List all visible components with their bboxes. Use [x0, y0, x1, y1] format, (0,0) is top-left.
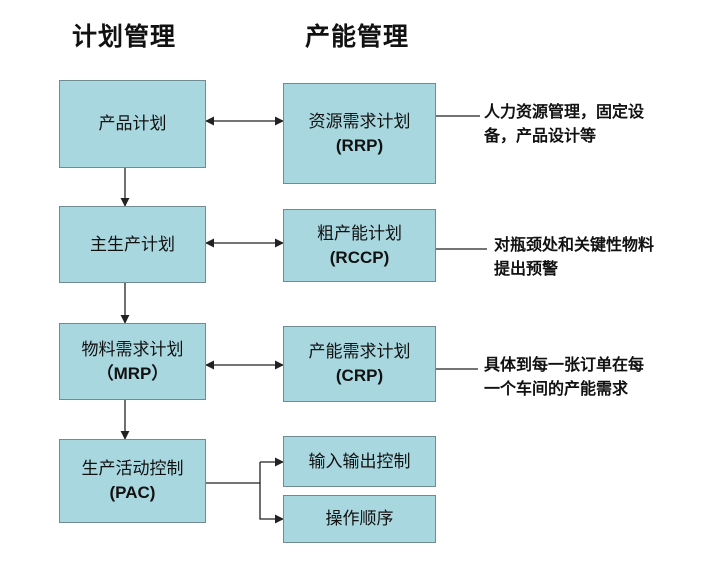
- rrp-abbrev: (RRP): [335, 135, 384, 155]
- crp-box: 产能需求计划 (CRP): [283, 326, 436, 402]
- pac-box: 生产活动控制 (PAC): [59, 439, 206, 523]
- input-output-control-label: 输入输出控制: [308, 451, 411, 472]
- input-output-control-box: 输入输出控制: [283, 436, 436, 487]
- operation-sequence-label: 操作顺序: [325, 509, 394, 529]
- crp-note-line2: 一个车间的产能需求: [484, 379, 629, 398]
- rrp-note-line1: 人力资源管理，固定设: [484, 102, 645, 121]
- mps-label: 主生产计划: [90, 234, 175, 255]
- rrp-box: 资源需求计划 (RRP): [283, 83, 436, 184]
- rccp-note: 对瓶颈处和关键性物料 提出预警: [494, 233, 654, 281]
- product-plan-box: 产品计划: [59, 80, 206, 168]
- crp-note-line1: 具体到每一张订单在每: [484, 355, 645, 374]
- master-production-schedule-box: 主生产计划: [59, 206, 206, 283]
- rrp-label: 资源需求计划: [308, 111, 411, 132]
- operation-sequence-box: 操作顺序: [283, 495, 436, 543]
- mrp-abbrev: （MRP）: [96, 363, 169, 383]
- rccp-box: 粗产能计划 (RCCP): [283, 209, 436, 282]
- rccp-label: 粗产能计划: [317, 223, 402, 244]
- plan-management-title: 计划管理: [72, 22, 177, 51]
- arrow-pac-to-op-sequence: [259, 483, 284, 524]
- rrp-note-line2: 备，产品设计等: [484, 126, 597, 145]
- rccp-note-line2: 提出预警: [494, 259, 559, 278]
- capacity-management-title: 产能管理: [305, 22, 410, 51]
- pac-abbrev: (PAC): [109, 483, 156, 502]
- rrp-note: 人力资源管理，固定设 备，产品设计等: [484, 100, 644, 148]
- mrp-label: 物料需求计划: [81, 339, 184, 360]
- pac-branch-connector: [206, 462, 261, 484]
- product-plan-label: 产品计划: [98, 114, 167, 134]
- pac-label: 生产活动控制: [81, 459, 184, 479]
- crp-abbrev: (CRP): [335, 366, 384, 385]
- crp-note: 具体到每一张订单在每 一个车间的产能需求: [484, 353, 644, 401]
- mrp-box: 物料需求计划 （MRP）: [59, 323, 206, 400]
- crp-label: 产能需求计划: [308, 342, 411, 362]
- rccp-abbrev: (RCCP): [329, 247, 390, 267]
- rccp-note-line1: 对瓶颈处和关键性物料: [494, 235, 655, 254]
